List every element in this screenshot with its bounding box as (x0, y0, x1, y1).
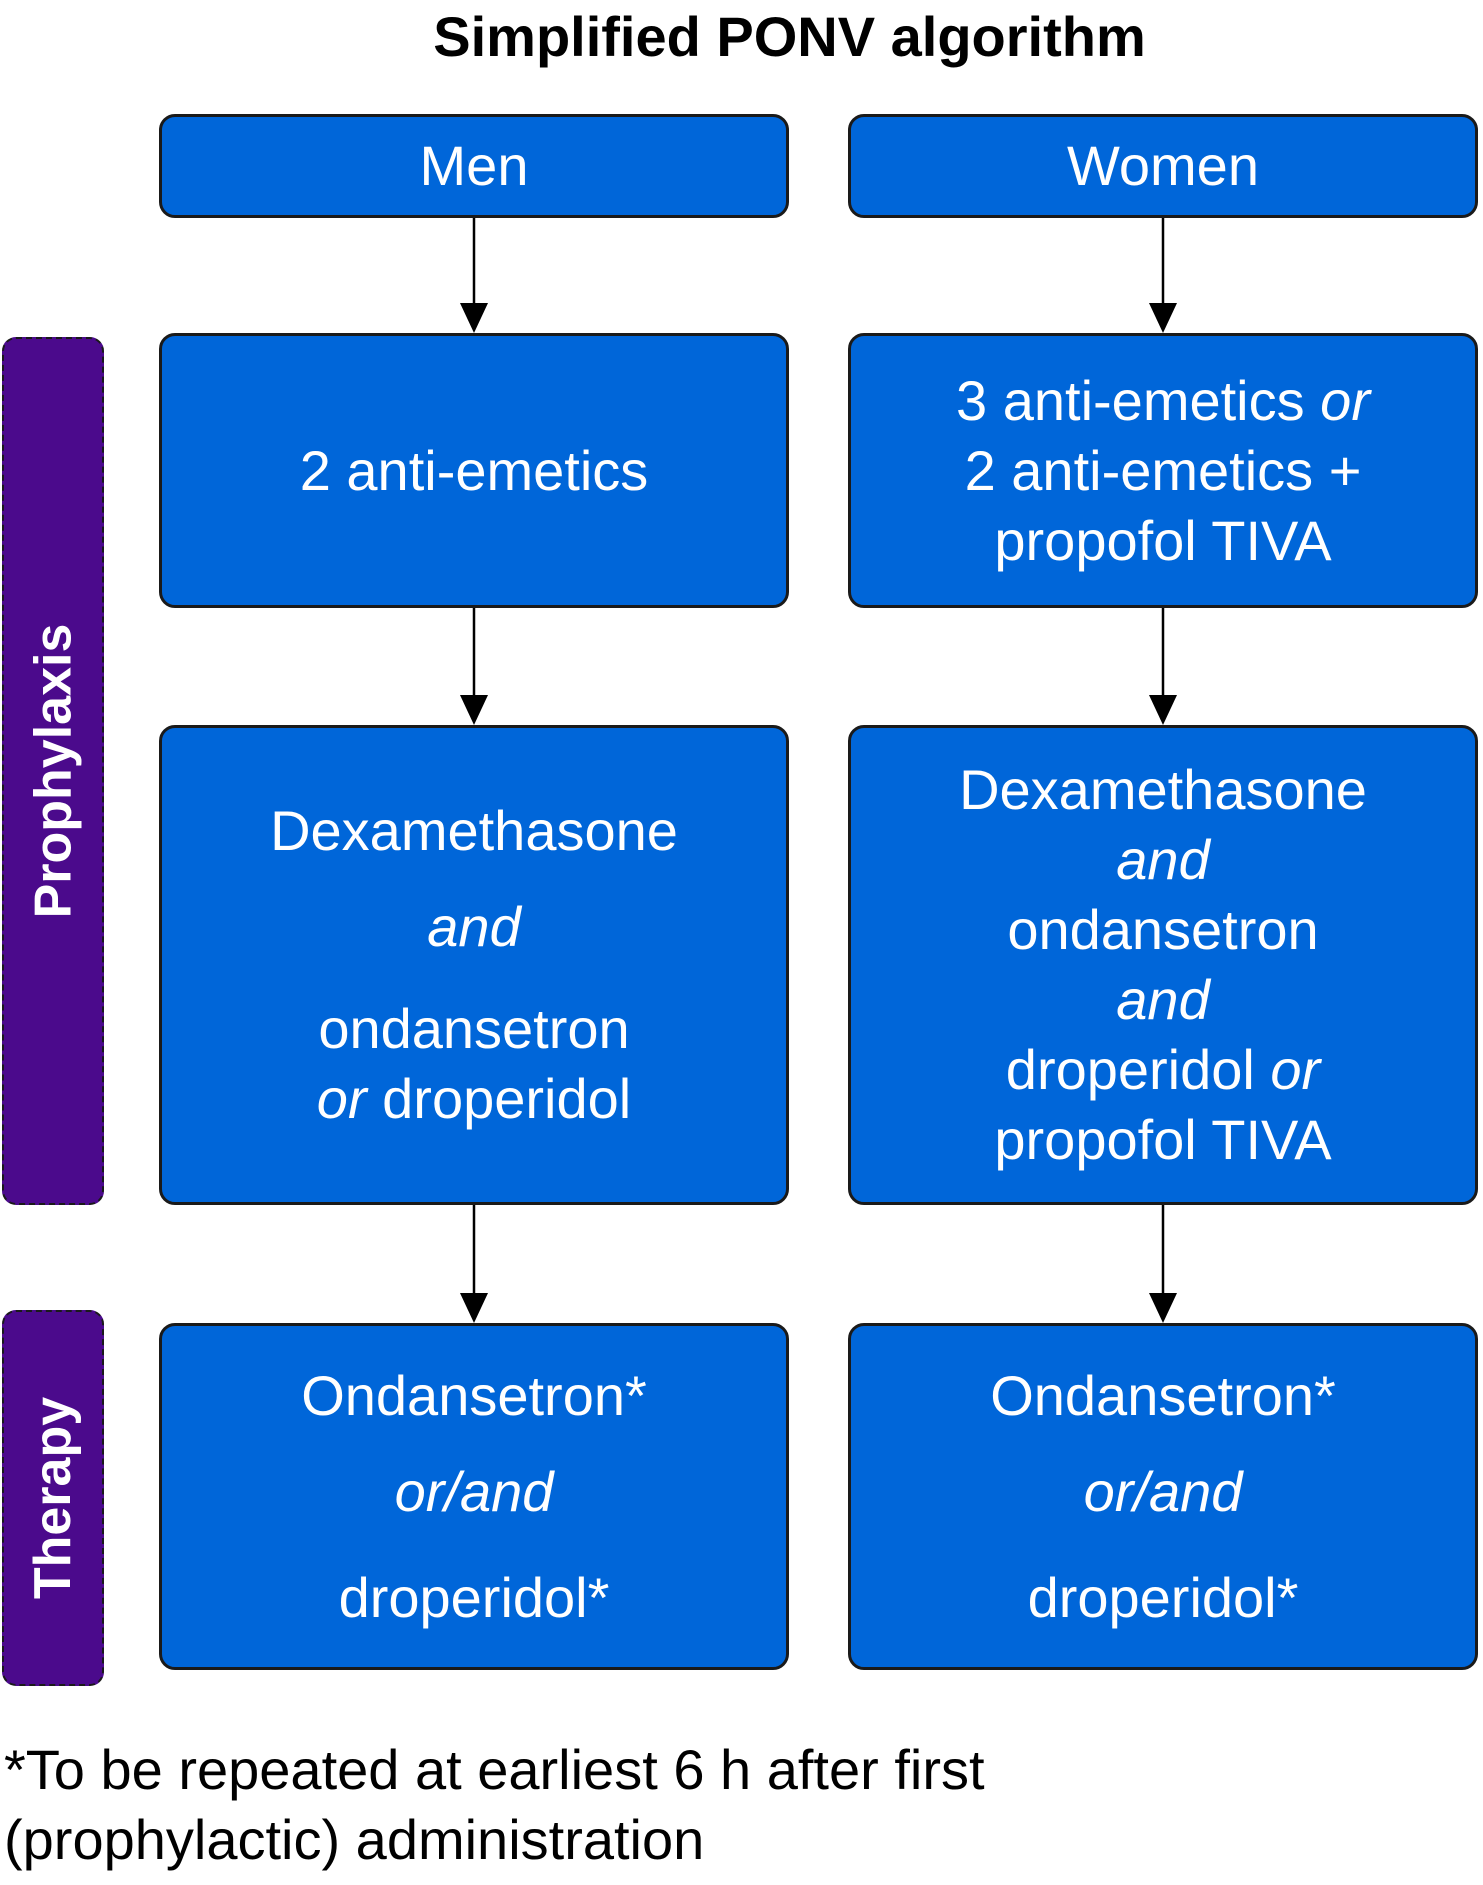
women-arrow-2-head (1149, 695, 1177, 725)
women-step1-line1-text: 3 anti-emetics (956, 368, 1321, 432)
men-header-box: Men (159, 114, 789, 218)
men-step1-line1: 2 anti-emetics (299, 438, 649, 502)
women-prophylaxis-step1-box: 3 anti-emetics or 2 anti-emetics + propo… (848, 333, 1478, 608)
women-prophylaxis-step2-box: Dexamethasone and ondansetron and droper… (848, 725, 1478, 1205)
women-header-label: Women (1067, 134, 1259, 197)
men-therapy-line3: droperidol* (338, 1565, 610, 1629)
women-step2-line5: droperidol or (1006, 1035, 1320, 1105)
men-therapy-line2: or/and (394, 1459, 554, 1523)
diagram-title: Simplified PONV algorithm (433, 5, 1146, 68)
women-step2-line2: and (1116, 828, 1210, 891)
men-arrow-2-head (460, 695, 488, 725)
men-arrow-1-head (460, 303, 488, 333)
men-step2-line1: Dexamethasone (270, 799, 678, 862)
women-step2-line1: Dexamethasone (959, 758, 1367, 821)
phase-label-therapy: Therapy (2, 1310, 104, 1686)
men-step2-line4-drug: droperidol (366, 1067, 632, 1130)
women-step2-line4: and (1116, 968, 1210, 1031)
women-step1-line1-or: or (1320, 368, 1370, 432)
women-therapy-line2: or/and (1083, 1459, 1243, 1523)
men-prophylaxis-step1-box: 2 anti-emetics (159, 333, 789, 608)
women-step2-line5-drug: droperidol (1005, 1038, 1271, 1101)
phase-label-prophylaxis: Prophylaxis (2, 337, 104, 1205)
women-therapy-box: Ondansetron* or/and droperidol* (848, 1323, 1478, 1670)
women-step2-line3: ondansetron (1007, 898, 1319, 961)
men-step2-line4: or droperidol (317, 1064, 631, 1134)
women-step1-line3: propofol TIVA (994, 508, 1332, 572)
men-arrow-3-head (460, 1293, 488, 1323)
men-prophylaxis-step2-box: Dexamethasone and ondansetron or droperi… (159, 725, 789, 1205)
women-step2-line6: propofol TIVA (994, 1108, 1332, 1171)
women-therapy-line1: Ondansetron* (990, 1363, 1336, 1427)
women-arrow-1-head (1149, 303, 1177, 333)
women-step2-line5-or: or (1270, 1038, 1321, 1101)
women-arrow-3-head (1149, 1293, 1177, 1323)
men-therapy-line1: Ondansetron* (301, 1363, 647, 1427)
women-step1-line1: 3 anti-emetics or (956, 366, 1370, 436)
women-header-box: Women (848, 114, 1478, 218)
men-header-label: Men (419, 134, 529, 197)
women-step1-line2: 2 anti-emetics + (964, 438, 1362, 502)
men-therapy-box: Ondansetron* or/and droperidol* (159, 1323, 789, 1670)
women-therapy-line3: droperidol* (1027, 1565, 1299, 1629)
men-step2-line2: and (427, 895, 521, 958)
footnote: *To be repeated at earliest 6 h after fi… (4, 1738, 985, 1871)
men-step2-line4-or: or (316, 1067, 367, 1130)
men-step2-line3: ondansetron (318, 997, 630, 1060)
